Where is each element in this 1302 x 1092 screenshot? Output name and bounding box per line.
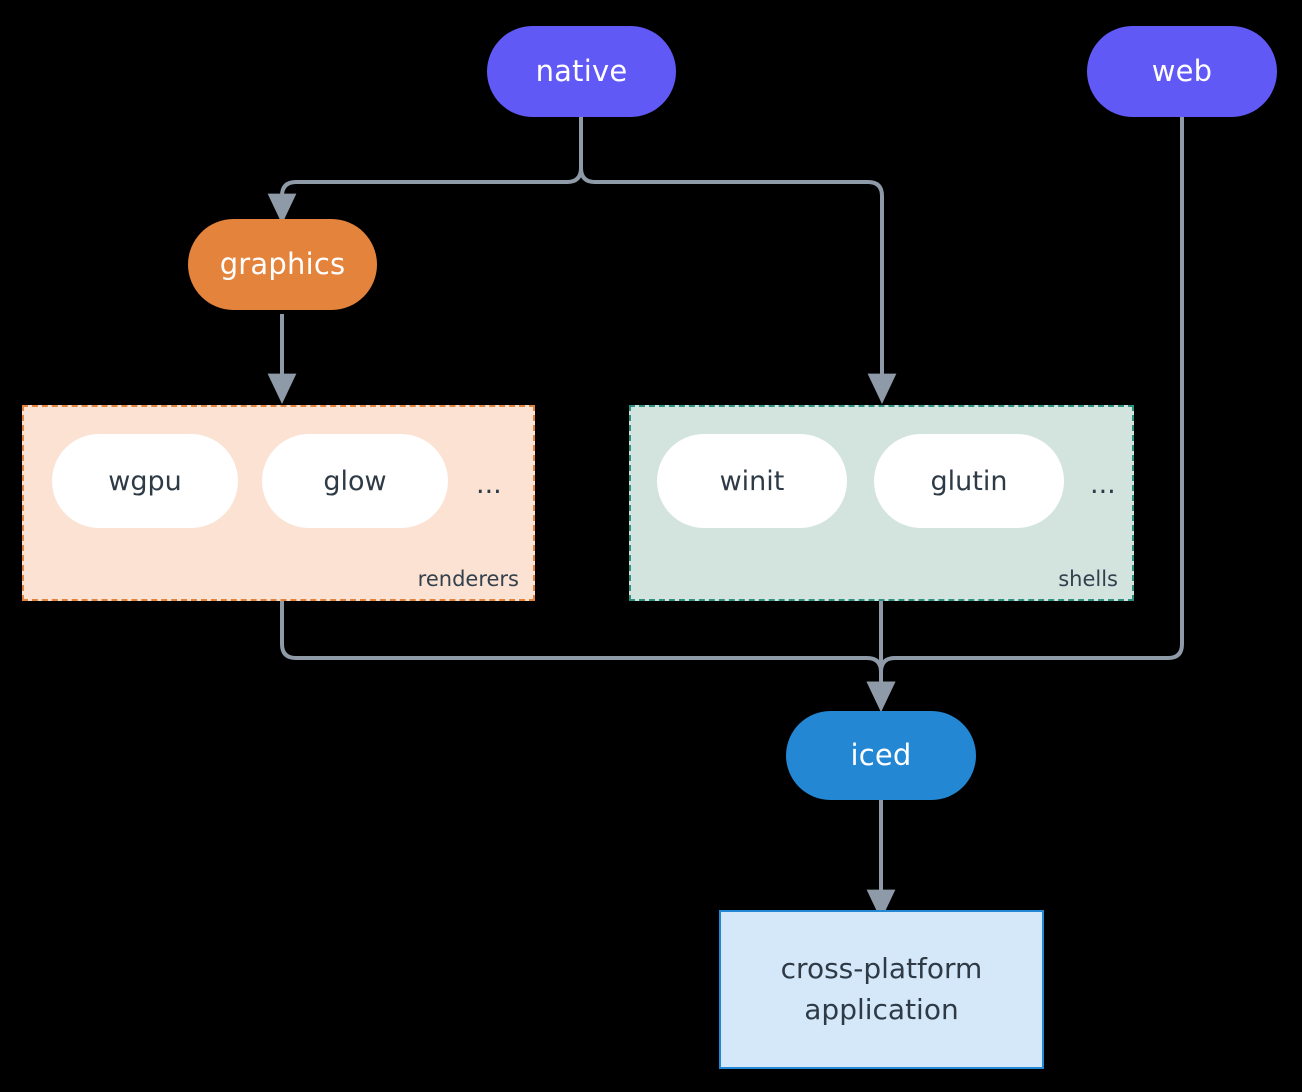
node-web-label: web xyxy=(1151,54,1213,89)
node-native[interactable]: native xyxy=(487,26,676,117)
leaf-winit[interactable]: winit xyxy=(657,434,847,528)
node-graphics-label: graphics xyxy=(219,247,346,282)
group-renderers-label: renderers xyxy=(417,567,519,591)
application-label-line1: cross-platform xyxy=(780,951,983,985)
application-text-block: cross-platform application xyxy=(781,949,983,1030)
leaf-wgpu[interactable]: wgpu xyxy=(52,434,238,528)
group-shells: winit glutin ... shells xyxy=(629,405,1134,601)
leaf-glutin-label: glutin xyxy=(930,465,1008,497)
renderers-overflow-ellipsis: ... xyxy=(476,469,502,500)
node-web[interactable]: web xyxy=(1087,26,1277,117)
node-iced[interactable]: iced xyxy=(786,711,976,800)
node-graphics[interactable]: graphics xyxy=(188,219,377,310)
node-native-label: native xyxy=(535,54,628,89)
node-iced-label: iced xyxy=(850,738,912,773)
edge-renderers-to-iced xyxy=(280,601,896,713)
leaf-glutin[interactable]: glutin xyxy=(874,434,1064,528)
leaf-glow[interactable]: glow xyxy=(262,434,448,528)
shells-overflow-ellipsis: ... xyxy=(1090,469,1116,500)
node-cross-platform-application[interactable]: cross-platform application xyxy=(719,910,1044,1069)
leaf-wgpu-label: wgpu xyxy=(108,465,182,497)
leaf-glow-label: glow xyxy=(323,465,387,497)
application-label-line2: application xyxy=(804,992,959,1026)
group-shells-label: shells xyxy=(1058,567,1118,591)
edge-native-to-graphics xyxy=(267,167,583,225)
leaf-winit-label: winit xyxy=(719,465,785,497)
edge-native-to-shells xyxy=(579,167,897,405)
group-renderers: wgpu glow ... renderers xyxy=(22,405,535,601)
